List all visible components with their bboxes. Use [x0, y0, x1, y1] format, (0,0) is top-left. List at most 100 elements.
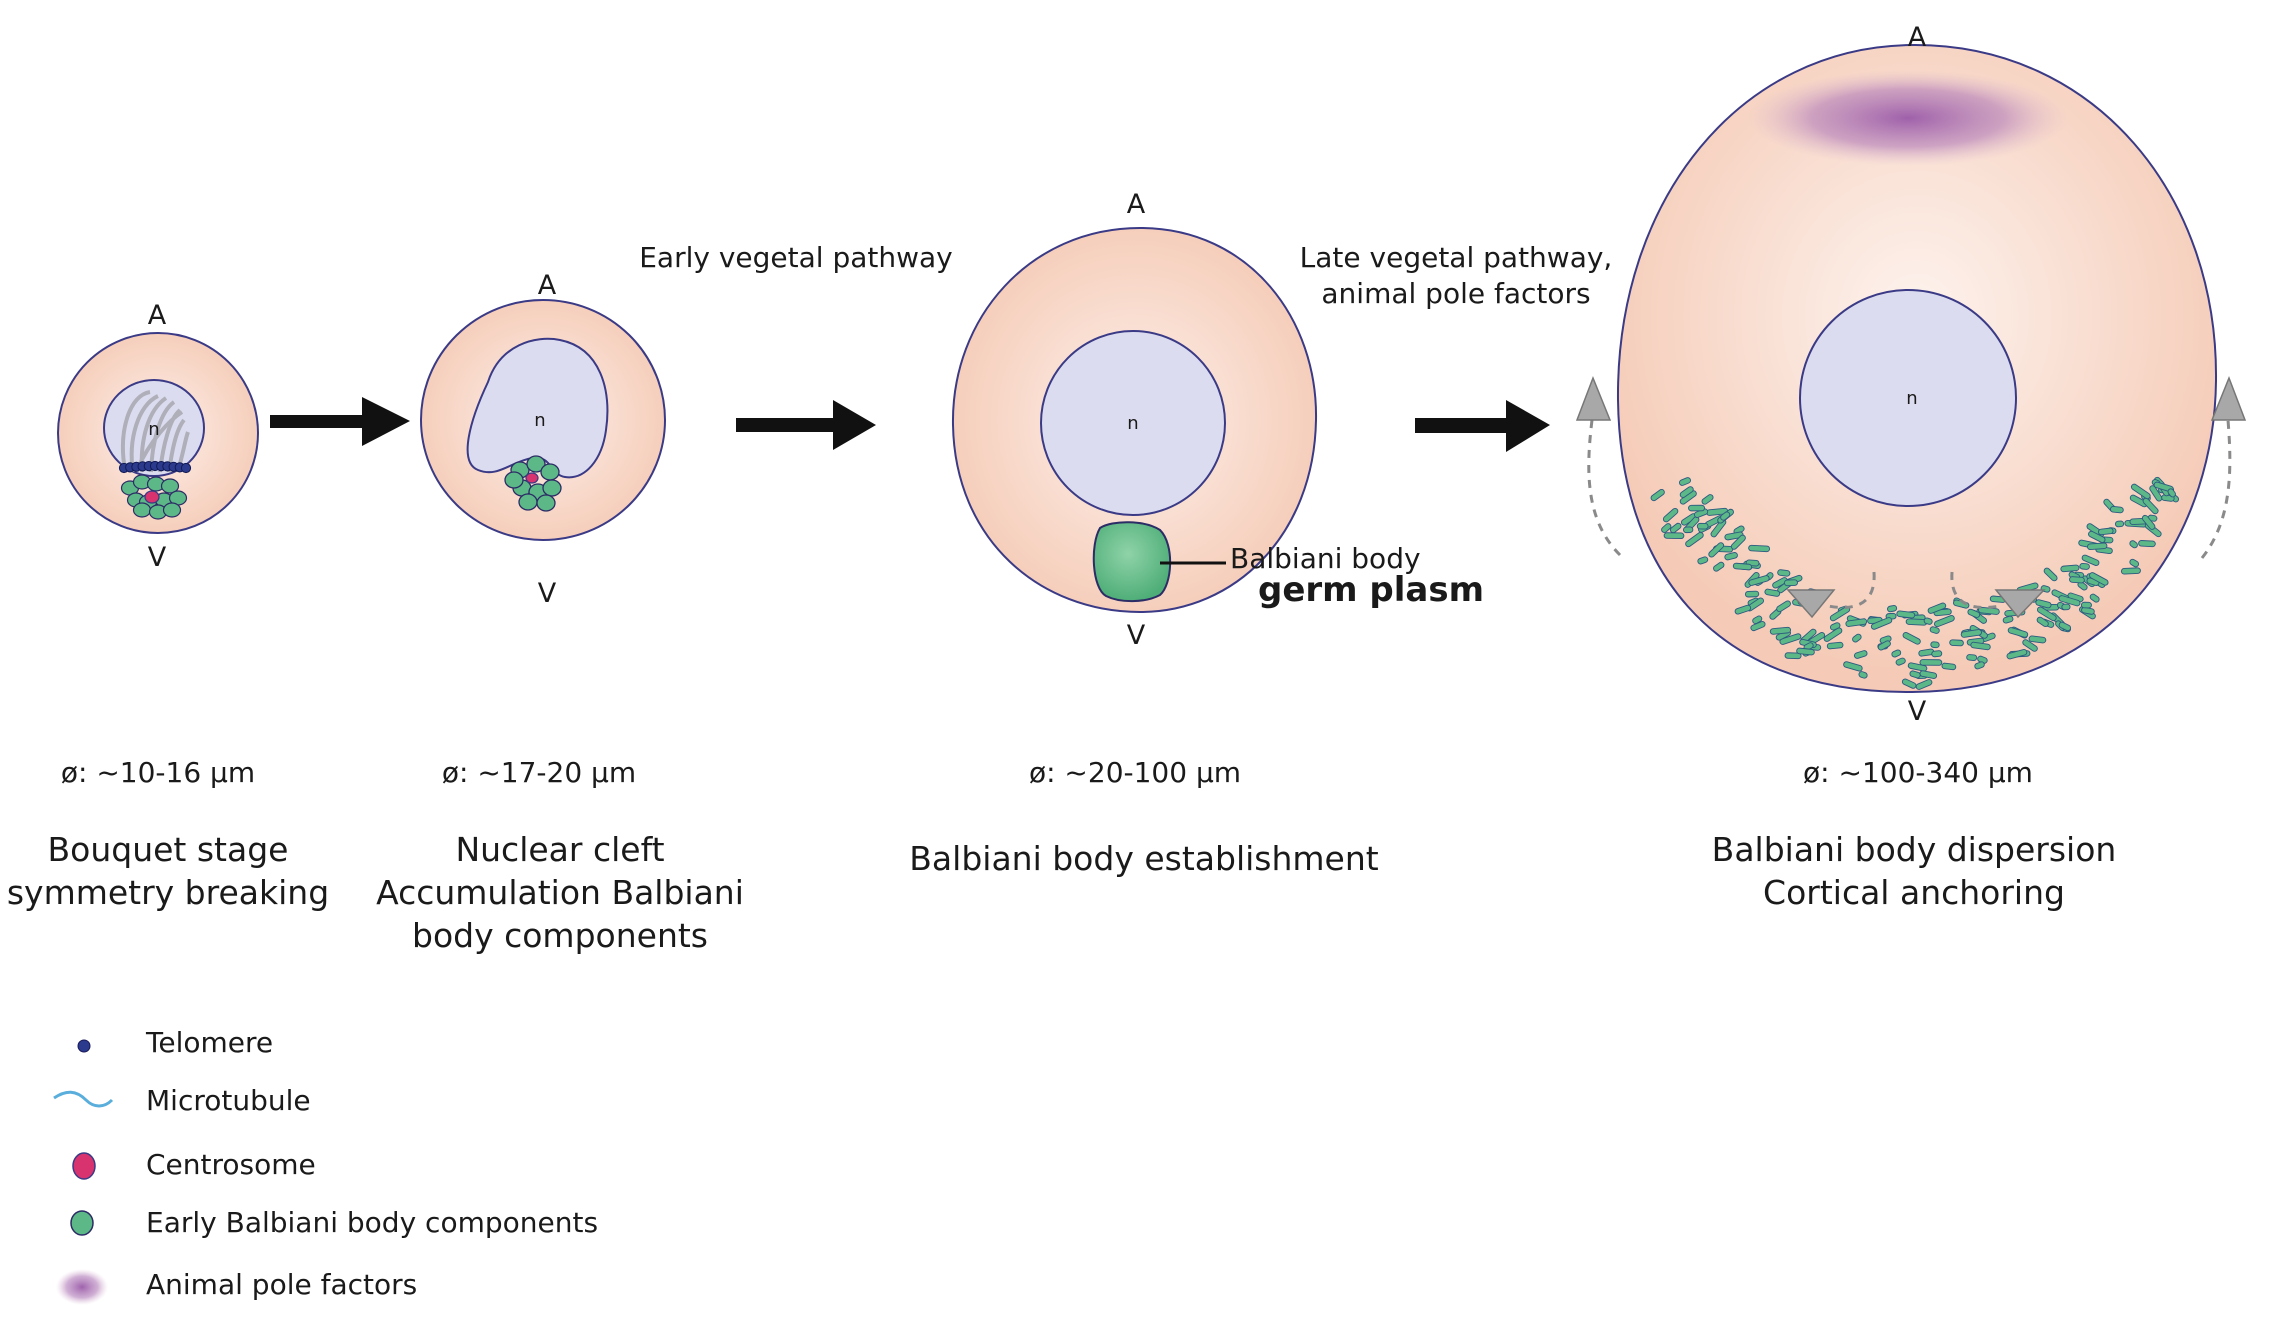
dispersed-germ-plasm-fragment — [1678, 477, 1691, 486]
dispersed-germ-plasm-fragment — [1685, 531, 1704, 548]
outer-right-grey-arrowhead — [2210, 375, 2247, 421]
dispersed-germ-plasm-fragment — [1701, 494, 1714, 505]
dispersed-germ-plasm-fragment — [2089, 572, 2109, 586]
dispersed-germ-plasm-fragment — [1679, 486, 1694, 498]
dispersed-germ-plasm-fragment — [1877, 640, 1891, 651]
dispersed-germ-plasm-fragment — [1769, 626, 1792, 635]
legend-label-telomere: Telomere — [146, 1026, 274, 1059]
dispersed-germ-plasm-fragment — [2138, 540, 2156, 548]
dispersed-germ-plasm-fragment — [1887, 605, 1898, 613]
dispersed-germ-plasm-fragment — [2058, 595, 2081, 607]
stage-title-2: Nuclear cleft Accumulation Balbiani body… — [376, 828, 744, 957]
diameter-stage-1: ø: ~10-16 µm — [60, 756, 256, 789]
dispersed-germ-plasm-fragment — [1748, 544, 1771, 553]
dispersed-germ-plasm-fragment — [1784, 652, 1802, 660]
dispersed-germ-plasm-fragment — [1772, 577, 1788, 589]
dispersed-germ-plasm-fragment — [2007, 627, 2029, 638]
balbiani-component — [540, 463, 560, 481]
balbiani-component — [160, 478, 180, 494]
balbiani-component — [132, 502, 152, 518]
legend-label-animal-pole-factors: Animal pole factors — [146, 1268, 418, 1301]
dispersed-germ-plasm-fragment — [1929, 626, 1940, 634]
oocyte-stage-3 — [951, 226, 1318, 614]
dispersed-germ-plasm-fragment — [1930, 641, 1940, 649]
balbiani-component-icon — [70, 1210, 94, 1236]
dispersed-germ-plasm-fragment — [1927, 602, 1947, 614]
animal-pole-label-stage-4: A — [1907, 22, 1927, 53]
diameter-stage-4: ø: ~100-340 µm — [1803, 756, 2033, 789]
dispersed-germ-plasm-fragment — [2036, 606, 2057, 622]
dispersed-germ-plasm-fragment — [1934, 615, 1955, 628]
balbiani-component — [536, 494, 556, 512]
dispersed-germ-plasm-fragment — [1966, 654, 1978, 661]
late-pathway-line-1: Late vegetal pathway, — [1299, 241, 1613, 274]
dispersed-germ-plasm-fragment — [1777, 569, 1791, 577]
dispersed-germ-plasm-fragment — [2058, 621, 2072, 632]
stage-4-title-line-1: Balbiani body dispersion — [1711, 830, 2117, 869]
telomere — [180, 462, 192, 474]
microtubule-icon — [53, 1090, 114, 1108]
dispersed-germ-plasm-fragment — [2120, 567, 2141, 575]
dispersed-germ-plasm-fragment — [1696, 522, 1709, 530]
dispersed-germ-plasm-fragment — [2060, 564, 2080, 573]
stage-2-title-line-1: Nuclear cleft — [455, 830, 665, 869]
dispersed-germ-plasm-fragment — [1688, 504, 1706, 512]
dispersed-germ-plasm-fragment — [1724, 552, 1738, 561]
dispersed-germ-plasm-fragment — [2069, 576, 2085, 584]
dispersed-germ-plasm-fragment — [1697, 556, 1709, 565]
outer-left-grey-arrow — [1587, 419, 1622, 557]
nucleus-label-stage-4: n — [1906, 388, 1918, 409]
dispersed-germ-plasm-fragment — [1783, 579, 1798, 587]
dispersed-germ-plasm-fragment — [1748, 575, 1770, 586]
dispersed-germ-plasm-fragment — [1923, 617, 1933, 625]
stage-1-title-line-2: symmetry breaking — [6, 873, 330, 912]
vegetal-pole-label-stage-4: V — [1907, 696, 1927, 727]
stage-1-title-line-1: Bouquet stage — [47, 830, 289, 869]
dispersed-germ-plasm-fragment — [2149, 485, 2163, 502]
dispersed-germ-plasm-fragment — [1870, 617, 1893, 630]
outer-right-grey-arrow — [2200, 419, 2232, 559]
dispersed-germ-plasm-fragment — [1661, 523, 1672, 533]
dispersed-germ-plasm-fragment — [1902, 632, 1921, 645]
dispersed-germ-plasm-fragment — [1732, 562, 1753, 571]
dispersed-germ-plasm-fragment — [2002, 615, 2014, 624]
dispersed-germ-plasm-fragment — [1662, 507, 1679, 523]
outer-left-grey-arrowhead — [1575, 375, 1612, 421]
animal-pole-label-stage-2: A — [537, 270, 557, 301]
stage-title-3: Balbiani body establishment — [909, 837, 1378, 880]
centrosome-stage-1 — [144, 490, 160, 504]
animal-pole-factor-icon — [56, 1269, 108, 1305]
dispersed-germ-plasm-fragment — [2061, 603, 2071, 611]
telomere-icon — [77, 1039, 91, 1053]
inner-left-grey-arrow — [1827, 571, 1876, 609]
centrosome-stage-2 — [525, 472, 539, 484]
dispersed-germ-plasm-fragment — [1854, 650, 1868, 659]
nucleus-stage-1 — [103, 379, 205, 477]
dispersed-germ-plasm-fragment — [1663, 532, 1685, 539]
dispersed-germ-plasm-fragment — [1891, 649, 1902, 658]
progression-arrow-3 — [1415, 400, 1550, 452]
dispersed-germ-plasm-fragment — [2114, 520, 2125, 528]
dispersed-germ-plasm-fragment — [2022, 639, 2038, 652]
dispersed-germ-plasm-fragment — [1796, 647, 1815, 656]
dispersed-germ-plasm-fragment — [2097, 527, 2114, 536]
dispersed-germ-plasm-fragment — [2079, 562, 2090, 570]
dispersed-germ-plasm-fragment — [2088, 530, 2106, 543]
inner-left-grey-arrowhead — [1786, 589, 1836, 619]
dispersed-germ-plasm-fragment — [1669, 522, 1682, 534]
dispersed-germ-plasm-fragment — [1713, 561, 1725, 572]
stage-2-title-line-3: body components — [412, 916, 708, 955]
balbiani-component — [518, 493, 538, 511]
dispersed-germ-plasm-fragment — [1734, 604, 1752, 615]
dispersed-germ-plasm-fragment — [1730, 534, 1746, 550]
dispersed-germ-plasm-fragment — [1823, 627, 1843, 642]
dispersed-germ-plasm-fragment — [1682, 526, 1694, 534]
dispersed-germ-plasm-fragment — [1960, 629, 1982, 638]
legend-label-centrosome: Centrosome — [146, 1148, 316, 1181]
late-vegetal-pathway-label: Late vegetal pathway, animal pole factor… — [1300, 240, 1613, 312]
dispersed-germ-plasm-fragment — [1720, 511, 1731, 521]
animal-pole-label-stage-1: A — [147, 300, 167, 331]
dispersed-germ-plasm-fragment — [1919, 659, 1943, 666]
diameter-stage-2: ø: ~17-20 µm — [441, 756, 637, 789]
